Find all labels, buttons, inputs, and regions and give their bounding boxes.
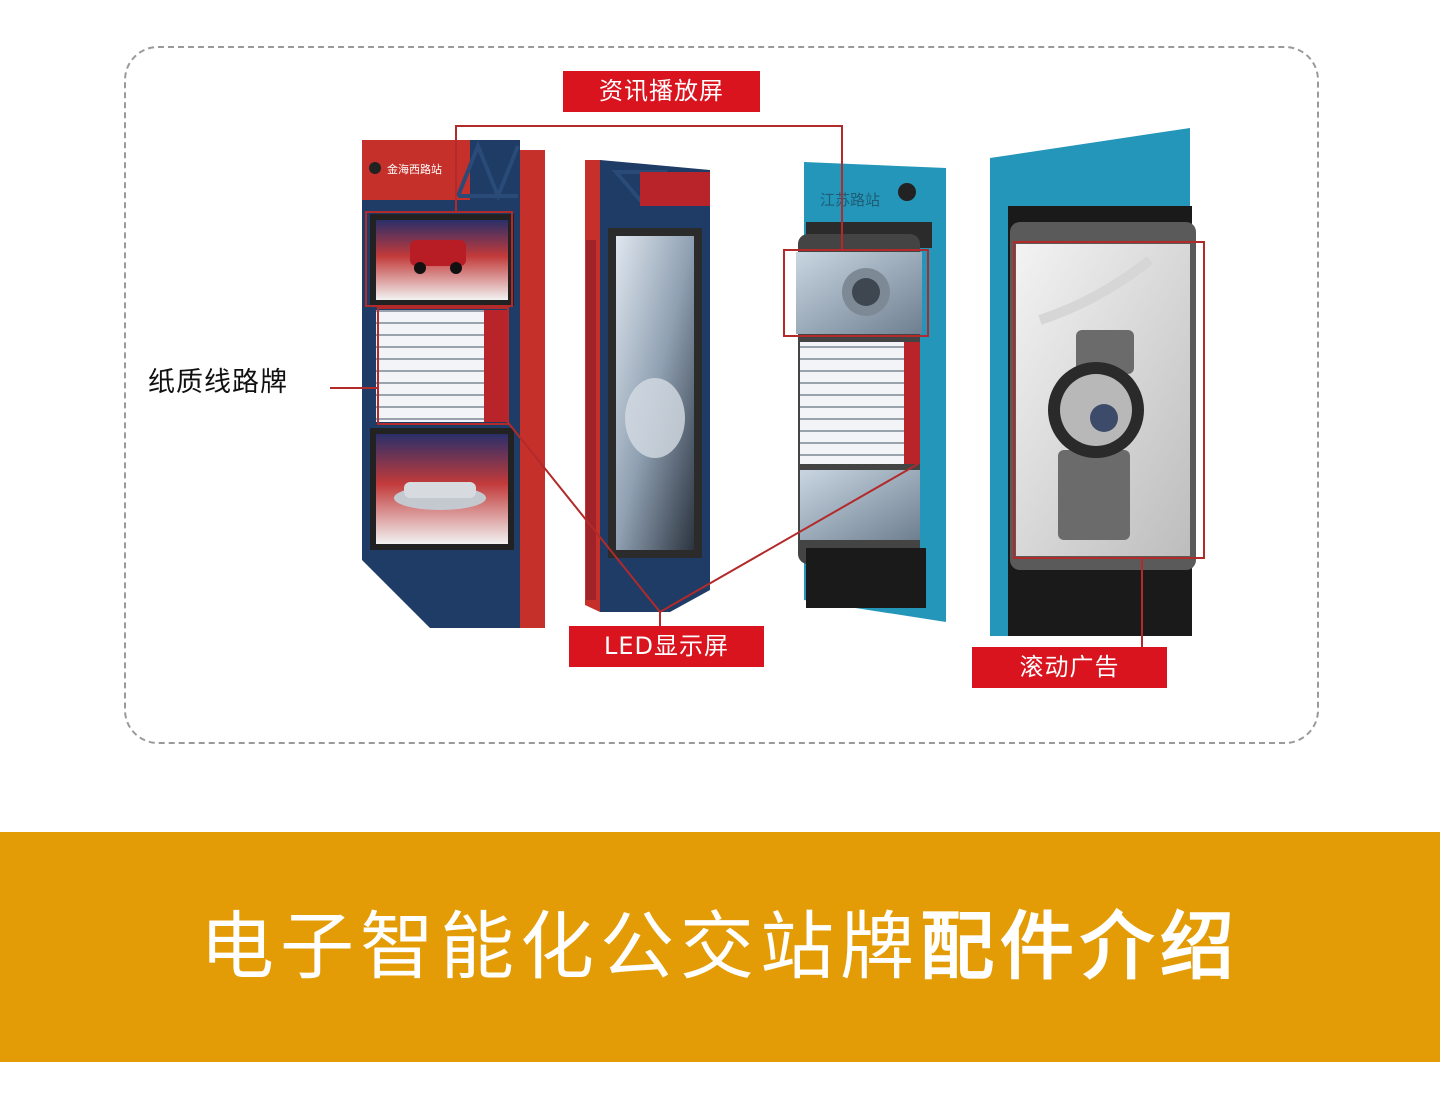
info-screen-label: 资讯播放屏 xyxy=(563,71,760,112)
title-banner: 电子智能化公交站牌配件介绍 xyxy=(0,832,1440,1062)
paper-route-label: 纸质线路牌 xyxy=(148,367,288,398)
sign-3 xyxy=(796,162,946,622)
scroll-ad-label: 滚动广告 xyxy=(972,647,1167,688)
bus-stop-illustration: 金海西路站 江苏路站 xyxy=(330,125,1205,650)
banner-title-regular: 电子智能化公交站牌 xyxy=(200,904,920,990)
sign-1 xyxy=(362,140,545,628)
sign-2 xyxy=(585,160,710,612)
sign-4 xyxy=(990,128,1196,636)
sign-3-station-name: 江苏路站 xyxy=(820,191,880,209)
led-screen-label: LED显示屏 xyxy=(569,626,764,667)
sign-1-station-name: 金海西路站 xyxy=(387,162,442,176)
callout-lines xyxy=(330,125,1205,650)
dashed-frame xyxy=(124,46,1319,744)
banner-title-bold: 配件介绍 xyxy=(920,904,1240,990)
